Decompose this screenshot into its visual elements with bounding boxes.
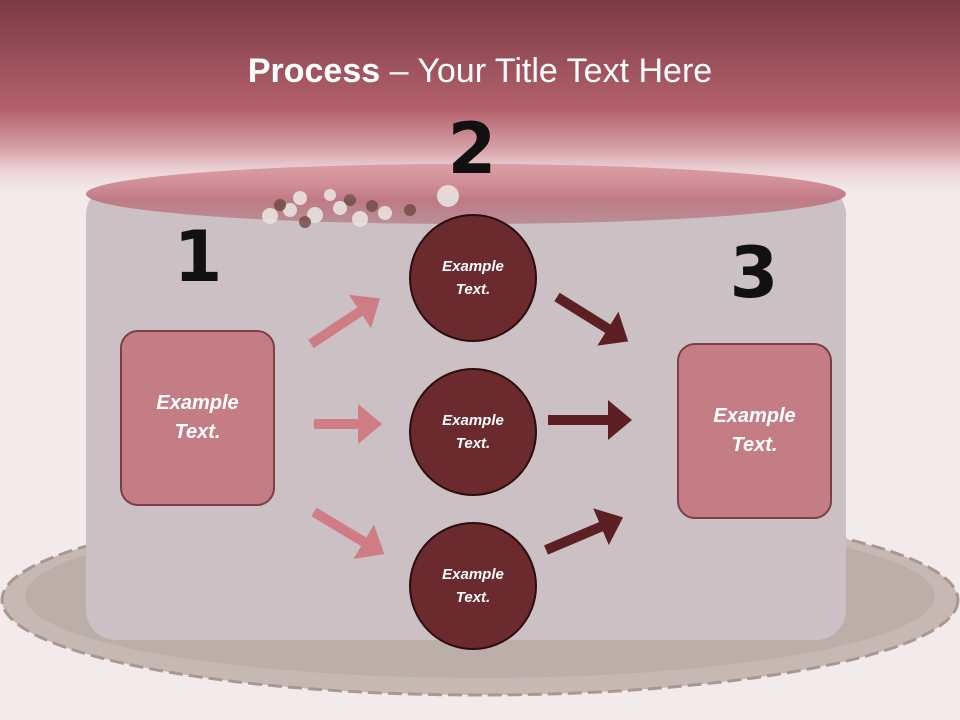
step3-text-line2: Text. (731, 434, 778, 456)
step2-circle-1: Example Text. (409, 214, 537, 342)
step2-circle-3: Example Text. (409, 522, 537, 650)
step-number-2: 2 (447, 108, 497, 190)
step-number-3: 3 (729, 232, 779, 314)
circle1-text-line1: Example (442, 258, 504, 275)
arrow-1-to-2c (311, 507, 385, 559)
step-number-1: 1 (173, 216, 223, 298)
step1-text-line2: Text. (174, 421, 221, 443)
slide-title: Process – Your Title Text Here (0, 52, 960, 91)
arrow-2c-to-3 (544, 508, 624, 555)
step1-box: Example Text. (120, 330, 275, 506)
arrow-1-to-2a (308, 294, 381, 349)
step3-text-line1: Example (713, 405, 796, 427)
circle2-text-line1: Example (442, 412, 504, 429)
title-rest: – Your Title Text Here (380, 52, 713, 90)
circle3-text-line1: Example (442, 566, 504, 583)
step1-text-line1: Example (156, 392, 239, 414)
circle2-text-line2: Text. (455, 435, 491, 452)
circle3-text-line2: Text. (455, 589, 491, 606)
circle1-text-line2: Text. (455, 281, 491, 298)
title-bold: Process (247, 52, 381, 90)
arrow-2a-to-3 (554, 292, 629, 346)
step3-box: Example Text. (677, 343, 832, 519)
step2-circle-2: Example Text. (409, 368, 537, 496)
